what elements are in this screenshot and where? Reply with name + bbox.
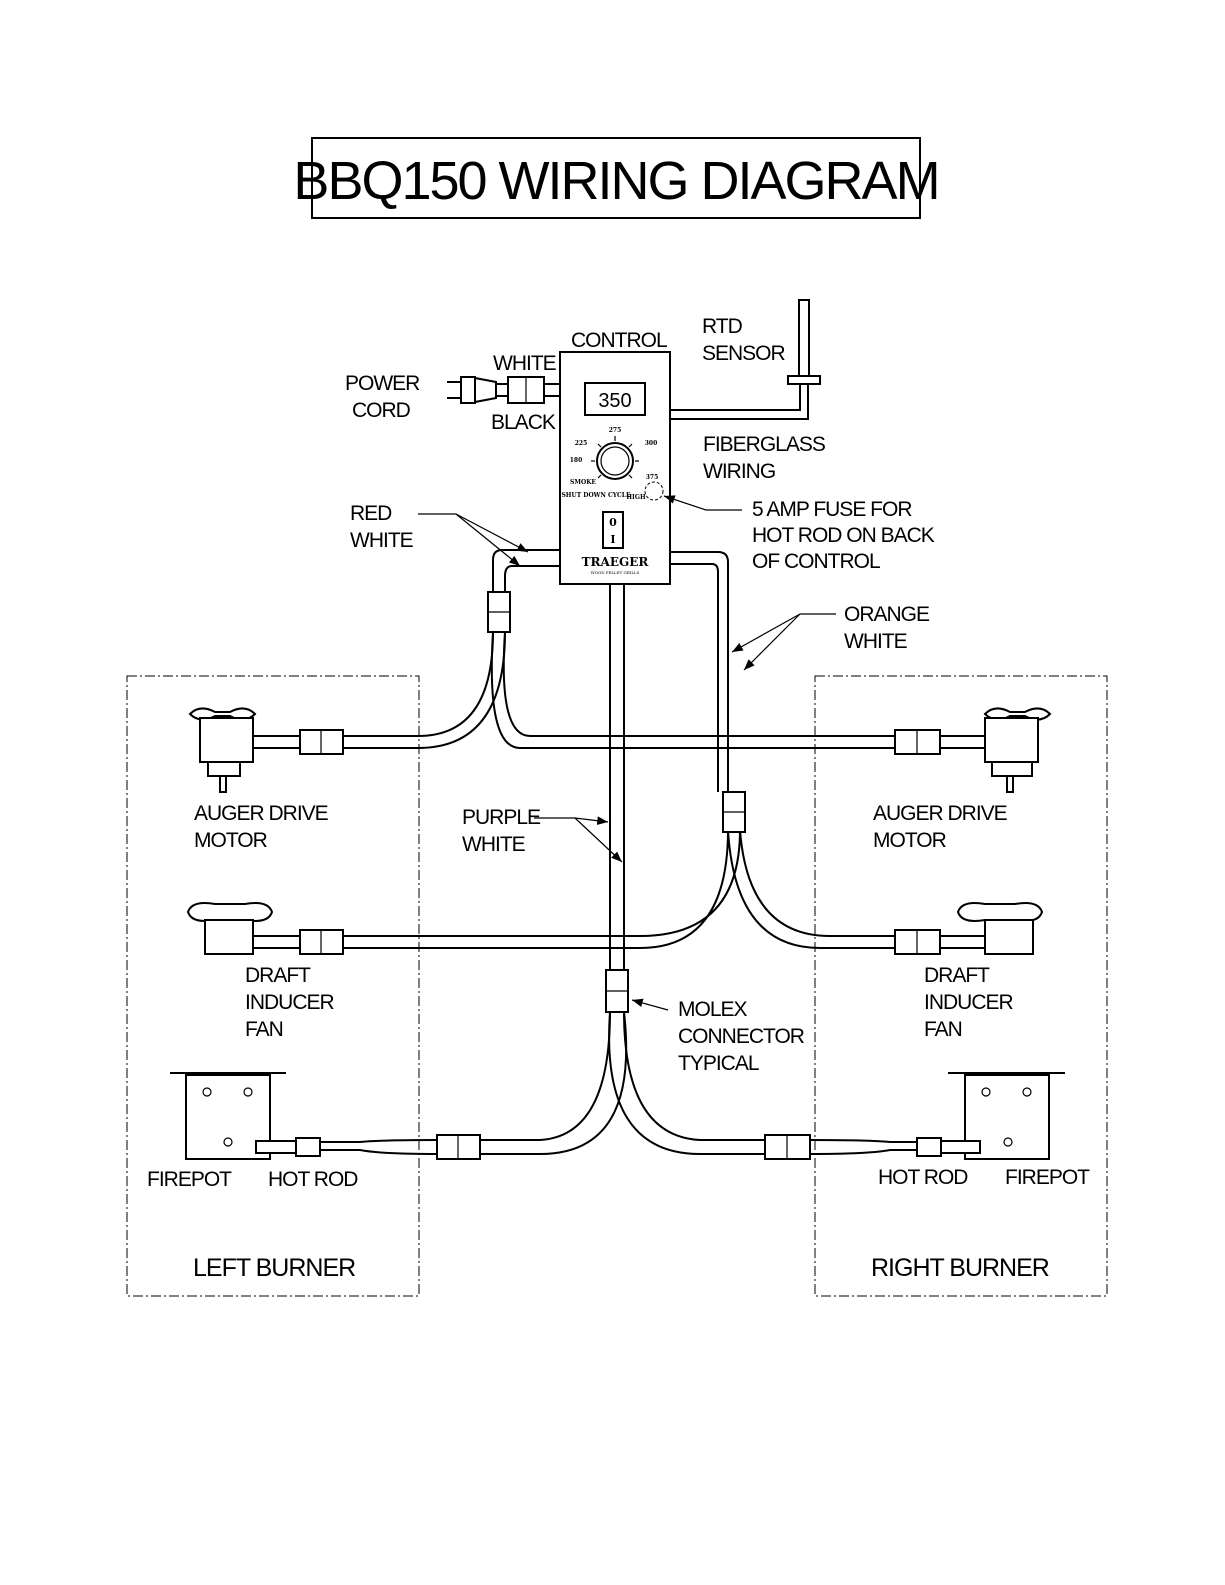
left-auger-motor-icon [188,707,257,793]
svg-text:WHITE: WHITE [350,529,414,552]
svg-text:WOOD PELLET GRILLS: WOOD PELLET GRILLS [591,570,640,575]
svg-text:WHITE: WHITE [844,630,908,653]
diagram-title: BBQ150 WIRING DIAGRAM [293,137,941,219]
svg-text:TYPICAL: TYPICAL [678,1052,759,1075]
power-connector [507,376,545,404]
right-auger-label: AUGER DRIVE [873,802,1008,825]
svg-text:300: 300 [645,440,658,447]
orange-white-label: ORANGE [844,603,930,626]
power-plug-icon [447,376,497,404]
molex-connector-purple [605,969,629,1013]
svg-text:WIRING: WIRING [703,460,775,483]
svg-text:SHUT DOWN CYCLE: SHUT DOWN CYCLE [561,492,630,499]
svg-text:INDUCER: INDUCER [924,991,1014,1014]
svg-text:CORD: CORD [352,399,411,422]
fuse-note-label: 5 AMP FUSE FOR [752,498,912,521]
svg-text:BBQ150 WIRING DIAGRAM: BBQ150 WIRING DIAGRAM [293,151,938,211]
control-unit: 350 275 225 180 SMOKE SHUT DOWN CYCLE HI… [559,351,671,585]
temperature-display [584,382,646,416]
svg-text:FAN: FAN [245,1018,283,1041]
fiberglass-wiring-label: FIBERGLASS [703,433,826,456]
power-cord-label: POWER [345,372,420,395]
svg-text:I: I [610,533,615,546]
svg-text:HIGH: HIGH [626,494,646,501]
right-burner-title: RIGHT BURNER [871,1254,1049,1282]
right-hot-rod-label: HOT ROD [878,1166,968,1189]
svg-text:MOTOR: MOTOR [194,829,268,852]
brand-logo: TRAEGER [582,555,650,569]
svg-text:CONNECTOR: CONNECTOR [678,1025,805,1048]
red-white-label: RED [350,502,392,525]
molex-connector-red [487,591,511,633]
svg-text:WHITE: WHITE [462,833,526,856]
left-draft-fan-icon [186,902,274,955]
power-switch [602,511,624,549]
right-auger-motor-icon [983,707,1052,793]
svg-text:HOT ROD ON BACK: HOT ROD ON BACK [752,524,935,547]
left-burner-title: LEFT BURNER [193,1254,355,1282]
svg-text:375: 375 [646,474,659,481]
right-burner-box [814,675,1108,1297]
rtd-sensor-icon [787,299,821,385]
right-draft-label: DRAFT [924,964,990,987]
molex-label: MOLEX [678,998,748,1021]
black-label: BLACK [491,411,556,434]
display-value: 350 [598,390,631,412]
left-draft-label: DRAFT [245,964,311,987]
fuse-icon [644,481,664,501]
left-auger-label: AUGER DRIVE [194,802,329,825]
inline-connectors [299,729,941,1160]
svg-text:225: 225 [575,440,588,447]
left-firepot-label: FIREPOT [147,1168,232,1191]
right-firepot-label: FIREPOT [1005,1166,1090,1189]
labels: CONTROL WHITE BLACK POWER CORD RTD SENSO… [147,315,1091,1282]
right-hot-rod-icon [916,1137,981,1157]
temperature-dial-icon [596,442,634,480]
left-burner-box [126,675,420,1297]
svg-text:SENSOR: SENSOR [702,342,786,365]
molex-connector-orange [722,791,746,833]
svg-text:MOTOR: MOTOR [873,829,947,852]
wiring-harness [253,382,985,1155]
control-label: CONTROL [571,329,667,352]
right-draft-fan-icon [956,902,1044,955]
purple-white-label: PURPLE [462,806,541,829]
svg-text:FAN: FAN [924,1018,962,1041]
leader-lines [418,495,836,1011]
svg-text:SMOKE: SMOKE [570,479,596,486]
white-label: WHITE [493,352,557,375]
svg-text:180: 180 [570,457,583,464]
svg-text:INDUCER: INDUCER [245,991,335,1014]
svg-text:275: 275 [609,427,622,434]
left-hot-rod-label: HOT ROD [268,1168,358,1191]
left-hot-rod-icon [255,1137,321,1157]
rtd-sensor-label: RTD [702,315,743,338]
svg-text:OF CONTROL: OF CONTROL [752,550,880,573]
svg-text:0: 0 [609,516,617,529]
